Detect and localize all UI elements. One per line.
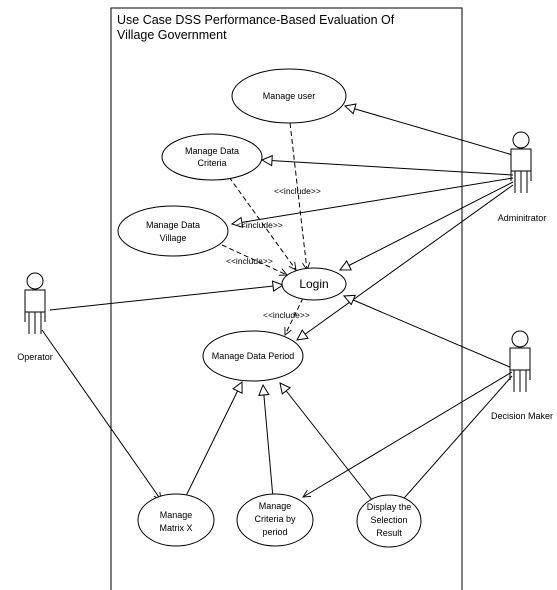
- use-case-manage-matrix-x[interactable]: Manage Matrix X: [137, 493, 215, 547]
- use-case-manage-criteria-by-period[interactable]: Manage Criteria by period: [236, 493, 314, 547]
- actor-operator-label: Operator: [17, 352, 53, 362]
- include-manage-user-login: [289, 122, 307, 270]
- actor-administrator: Adminitrator: [498, 131, 547, 223]
- display-result-to-period: [280, 383, 373, 501]
- manage-matrix-x-line2: Matrix X: [159, 523, 192, 533]
- use-case-manage-user[interactable]: Manage user: [231, 68, 347, 124]
- include-login-data-period: [285, 297, 304, 335]
- use-case-display-selection-result[interactable]: Display the Selection Result: [356, 494, 422, 548]
- system-title-line1: Use Case DSS Performance-Based Evaluatio…: [117, 13, 395, 27]
- include-label-2: <<include>>: [236, 220, 283, 230]
- manage-data-criteria-line2: Criteria: [197, 158, 226, 168]
- use-case-login[interactable]: Login: [281, 267, 347, 301]
- manage-data-period-label: Manage Data Period: [212, 351, 295, 361]
- display-selection-result-line2: Selection: [370, 515, 407, 525]
- include-label-4: <<include>>: [263, 310, 310, 320]
- use-case-manage-data-village[interactable]: Manage Data Village: [117, 205, 229, 257]
- actor-administrator-label: Adminitrator: [498, 213, 547, 223]
- manage-matrix-x-line1: Manage: [160, 510, 193, 520]
- actor-decision-maker-label: Decision Maker: [491, 411, 553, 421]
- use-case-manage-data-period[interactable]: Manage Data Period: [202, 330, 304, 382]
- manage-criteria-by-period-line2: Criteria by: [254, 514, 296, 524]
- include-data-criteria-login: [228, 176, 296, 270]
- decision-maker-to-login: [344, 296, 513, 369]
- actor-operator: Operator: [17, 272, 53, 362]
- manage-data-village-line2: Village: [160, 233, 187, 243]
- admin-to-manage-data-criteria: [262, 160, 514, 176]
- include-data-village-login: [221, 244, 287, 275]
- manage-criteria-by-period-line3: period: [262, 527, 287, 537]
- manage-user-label: Manage user: [263, 91, 316, 101]
- display-selection-result-line3: Result: [376, 528, 402, 538]
- matrix-x-to-period: [184, 382, 242, 499]
- criteria-by-period-to-period: [263, 385, 274, 499]
- include-label-3: <<include>>: [226, 256, 273, 266]
- admin-to-manage-data-period: [297, 184, 514, 340]
- admin-to-login: [340, 181, 514, 270]
- system-title-line2: Village Government: [117, 28, 227, 42]
- operator-to-manage-matrix-x: [41, 329, 161, 500]
- admin-to-manage-data-village: [232, 177, 514, 224]
- use-case-manage-data-criteria[interactable]: Manage Data Criteria: [161, 133, 263, 181]
- manage-data-criteria-line1: Manage Data: [185, 146, 239, 156]
- manage-data-village-line1: Manage Data: [146, 220, 200, 230]
- admin-to-manage-user: [345, 106, 514, 156]
- decision-maker-to-display-result: [389, 375, 513, 515]
- actor-decision-maker: Decision Maker: [491, 330, 553, 421]
- display-selection-result-line1: Display the: [367, 502, 412, 512]
- include-label-1: <<include>>: [274, 186, 321, 196]
- operator-to-login: [49, 285, 283, 311]
- login-label: Login: [299, 277, 328, 291]
- manage-criteria-by-period-line1: Manage: [259, 501, 292, 511]
- decision-maker-to-manage-criteria-by-period: [303, 371, 513, 497]
